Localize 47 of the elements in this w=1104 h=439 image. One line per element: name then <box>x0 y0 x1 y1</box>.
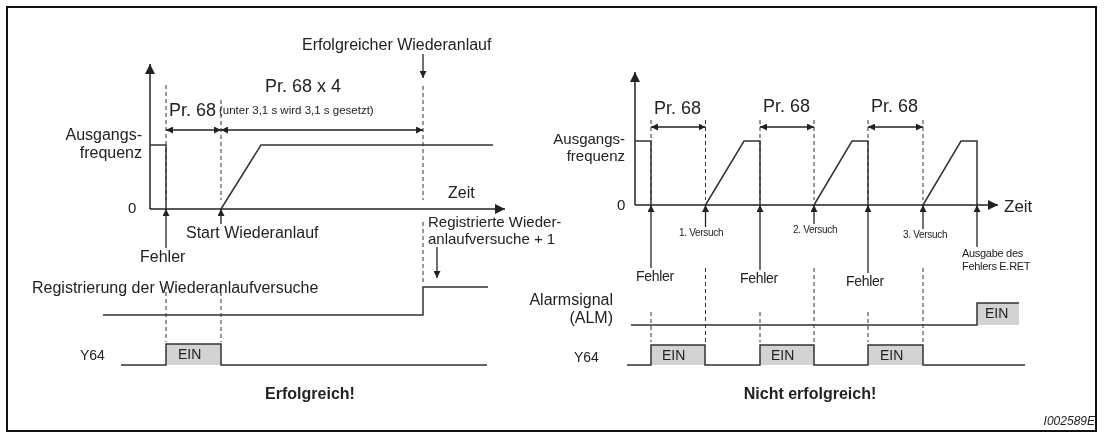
event-label: Fehler <box>740 270 778 286</box>
time-axis <box>149 204 506 214</box>
event-label: Fehler <box>140 248 186 266</box>
event-label: 3. Versuch <box>903 229 948 241</box>
state-label: EIN <box>880 347 905 363</box>
state-label: EIN <box>178 346 203 362</box>
state-label: EIN <box>771 347 796 363</box>
axis-label: 0 <box>128 199 138 216</box>
event-label: 2. Versuch <box>793 224 838 236</box>
time-label: Pr. 68 <box>871 96 920 117</box>
arrow <box>419 53 427 79</box>
time-label: Pr. 68 x 4 <box>265 76 343 97</box>
note: (unter 3,1 s wird 3,1 s gesetzt) <box>219 104 375 117</box>
signal-label: Y64 <box>80 347 106 363</box>
arrow <box>919 204 927 230</box>
arrow <box>217 208 225 225</box>
arrow <box>973 204 981 248</box>
arrow <box>433 246 441 279</box>
arrow <box>647 204 655 269</box>
axis-label: Zeit <box>1004 197 1034 217</box>
arrow <box>162 208 170 249</box>
event-label: 1. Versuch <box>679 227 724 239</box>
caption-text: Erfolgreich! <box>264 385 356 403</box>
signal-label: Alarmsignal (ALM) <box>528 291 613 327</box>
arrow <box>810 204 818 225</box>
caption-text: Nicht erfolgreich! <box>742 385 878 403</box>
state-label: EIN <box>662 347 687 363</box>
time-axis <box>634 200 999 210</box>
state-label: EIN <box>985 305 1010 321</box>
time-label: Pr. 68 <box>763 96 812 117</box>
event-label: Registrierte Wieder- anlaufversuche + 1 <box>428 213 570 247</box>
axis-label: Ausgangs- frequenz <box>64 126 142 162</box>
axis-label: Ausgangs- frequenz <box>552 130 625 164</box>
arrow <box>756 204 764 271</box>
arrow <box>864 204 872 274</box>
event-label: Ausgabe des Fehlers E.RET <box>962 247 1052 273</box>
event-label: Fehler <box>636 268 674 284</box>
event-label: Erfolgreicher Wiederanlauf <box>302 36 492 54</box>
axis-label: 0 <box>617 196 627 213</box>
axis-label: Zeit <box>448 184 476 202</box>
signal-label: Registrierung der Wiederanlaufversuche <box>32 279 320 297</box>
figure-number: I002589E <box>1042 414 1095 428</box>
event-label: Start Wiederanlauf <box>186 224 319 242</box>
signal-label: Y64 <box>574 349 600 365</box>
arrow <box>702 204 709 228</box>
time-label: Pr. 68 <box>654 98 703 119</box>
event-label: Fehler <box>846 273 884 289</box>
